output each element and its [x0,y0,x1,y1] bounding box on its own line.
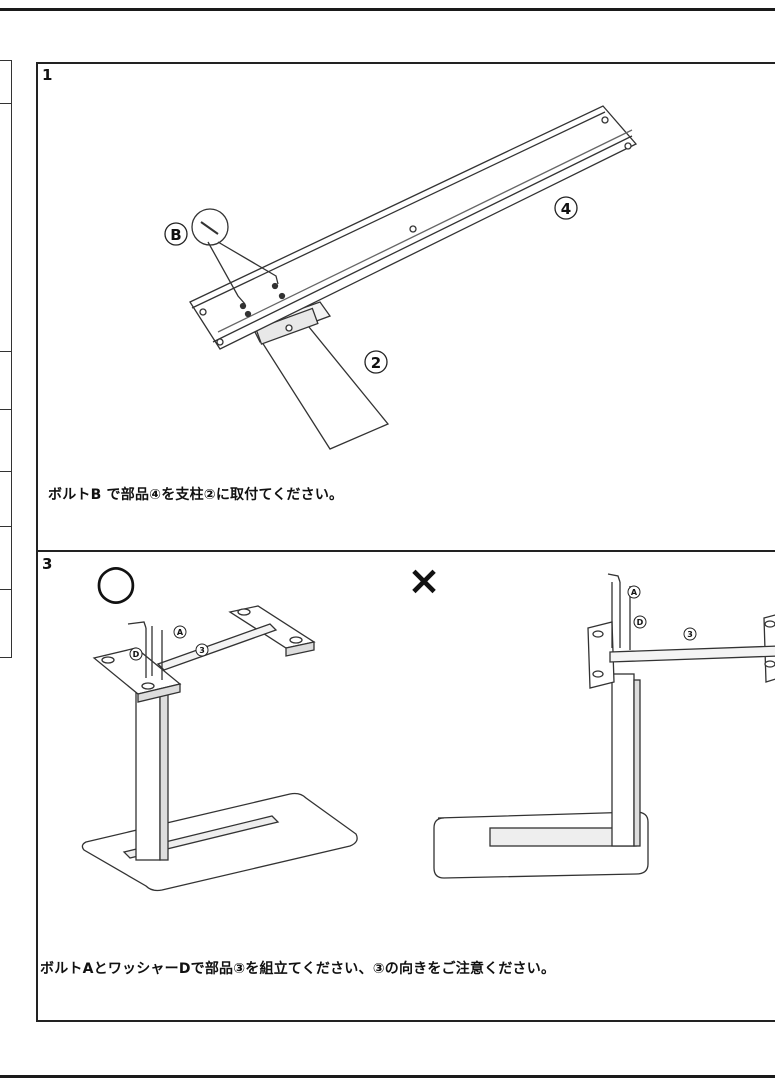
step-3-number: 3 [42,555,53,573]
washer-label-D-correct: D [133,650,140,659]
correct-base-plate [81,792,358,892]
step-1-number: 1 [42,66,53,84]
bolt-label-B: B [170,226,181,244]
step-1-instruction: ボルトB で部品④を支柱②に取付てください。 [48,487,344,503]
bolt-label-A-correct: A [177,628,184,637]
step-3-instruction: ボルトAとワッシャーDで部品③を組立てください、③の向きをご注意ください。 [40,961,556,977]
washer-label-D-wrong: D [637,618,644,627]
part-label-2: 2 [371,354,381,372]
left-side-table [0,60,12,658]
step-3-illustration: ○ × [81,554,775,892]
part-label-4: 4 [561,200,571,218]
bolt-label-A-wrong: A [631,588,638,597]
correct-mark: ○ [95,554,137,610]
step-1-panel: 1 [36,62,775,552]
step-1-illustration: B 4 2 [164,105,638,450]
top-border-line [0,8,775,11]
part-label-3-wrong: 3 [687,630,693,639]
bottom-border-line [0,1075,775,1078]
wrong-mark: × [407,558,441,604]
step-3-panel: 3 ○ × [36,550,775,1022]
part-label-3-correct: 3 [199,646,205,655]
